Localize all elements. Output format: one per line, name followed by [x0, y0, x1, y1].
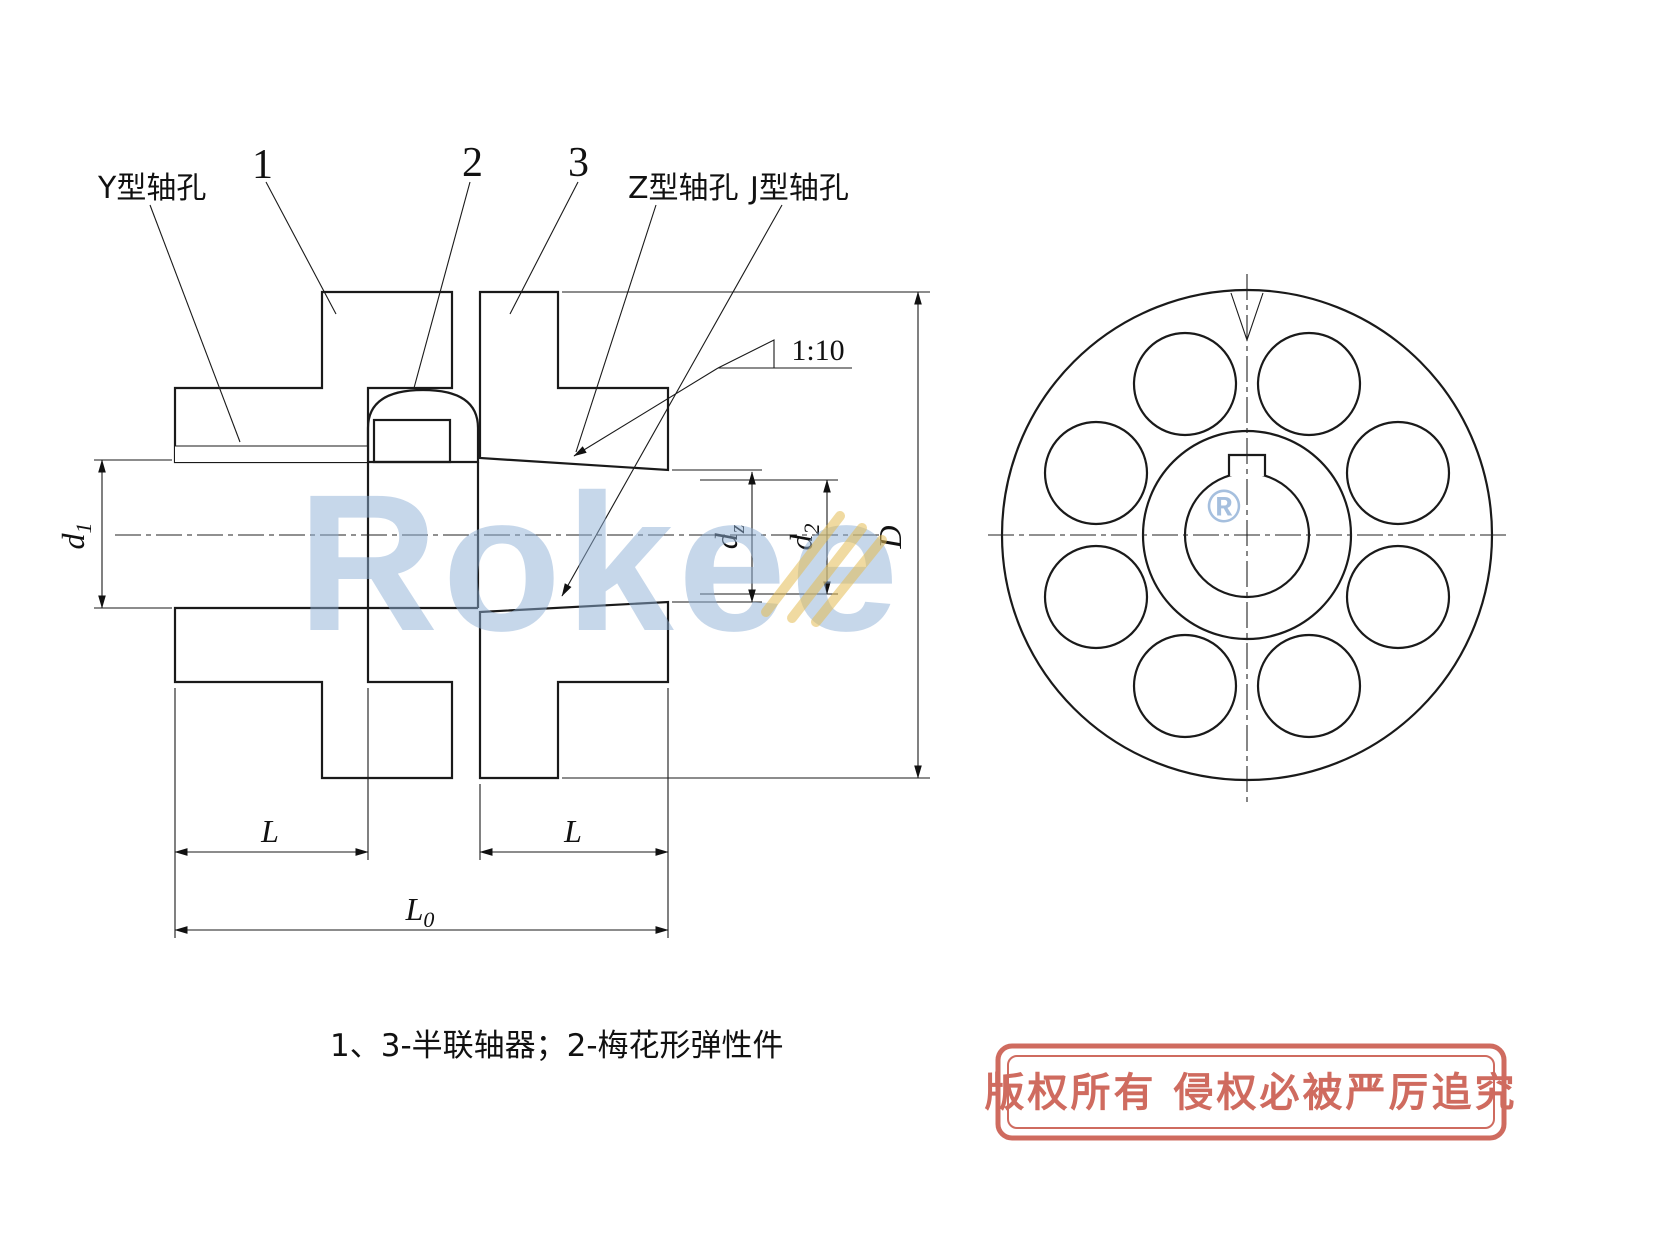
- leader-z-bore: [575, 204, 657, 453]
- spider-lobes: [1043, 331, 1451, 739]
- callout-2: 2: [462, 140, 483, 186]
- dim-d1: d1: [55, 523, 96, 550]
- leader-1: [265, 181, 337, 315]
- watermark-accent-strokes: [761, 511, 887, 627]
- front-view: [988, 274, 1506, 802]
- callout-3: 3: [568, 140, 589, 186]
- taper-label: 1:10: [791, 334, 844, 367]
- label-j-bore: J型轴孔: [748, 171, 849, 206]
- left-half-upper-section: [173, 290, 454, 464]
- taper-leader: [573, 367, 719, 457]
- leader-2: [413, 181, 471, 389]
- right-half-lower-section: [478, 600, 670, 780]
- stamp-inner-border: [1007, 1055, 1495, 1129]
- watermark: Rokee ®: [297, 454, 1241, 672]
- leader-y-bore: [149, 204, 241, 443]
- keyway-clear: [1229, 455, 1265, 476]
- stamp-text: 版权所有 侵权必被严厉追究: [985, 1070, 1518, 1116]
- taper-flag-triangle: [717, 339, 775, 369]
- dim-d2: d2: [783, 524, 824, 551]
- leader-3: [509, 181, 579, 315]
- dimensions: d1 dz d2 D L L L0 1:10: [55, 291, 930, 938]
- left-keyway-clear: [175, 446, 368, 462]
- right-half-upper-section: [478, 290, 670, 472]
- dim-L-right: L: [563, 813, 582, 849]
- watermark-text: Rokee: [297, 454, 902, 672]
- stamp-outer-border: [995, 1043, 1507, 1141]
- dim-L0: L0: [405, 891, 435, 932]
- jaw-pocket: [372, 418, 452, 464]
- callouts: Y型轴孔 1 2 3 Z型轴孔 J型轴孔: [97, 140, 849, 597]
- leader-j-bore: [561, 204, 783, 597]
- label-z-bore: Z型轴孔: [628, 171, 739, 206]
- dim-L-left: L: [260, 813, 279, 849]
- registered-mark: ®: [1207, 480, 1241, 532]
- copyright-stamp: 版权所有 侵权必被严厉追究: [985, 1043, 1518, 1141]
- parts-note: 1、3-半联轴器；2-梅花形弹性件: [330, 1028, 784, 1064]
- dim-dz: dz: [708, 524, 749, 549]
- left-half-lower-section: [173, 606, 454, 780]
- spider-section: [366, 388, 480, 464]
- label-y-bore: Y型轴孔: [97, 171, 206, 206]
- callout-1: 1: [252, 142, 273, 188]
